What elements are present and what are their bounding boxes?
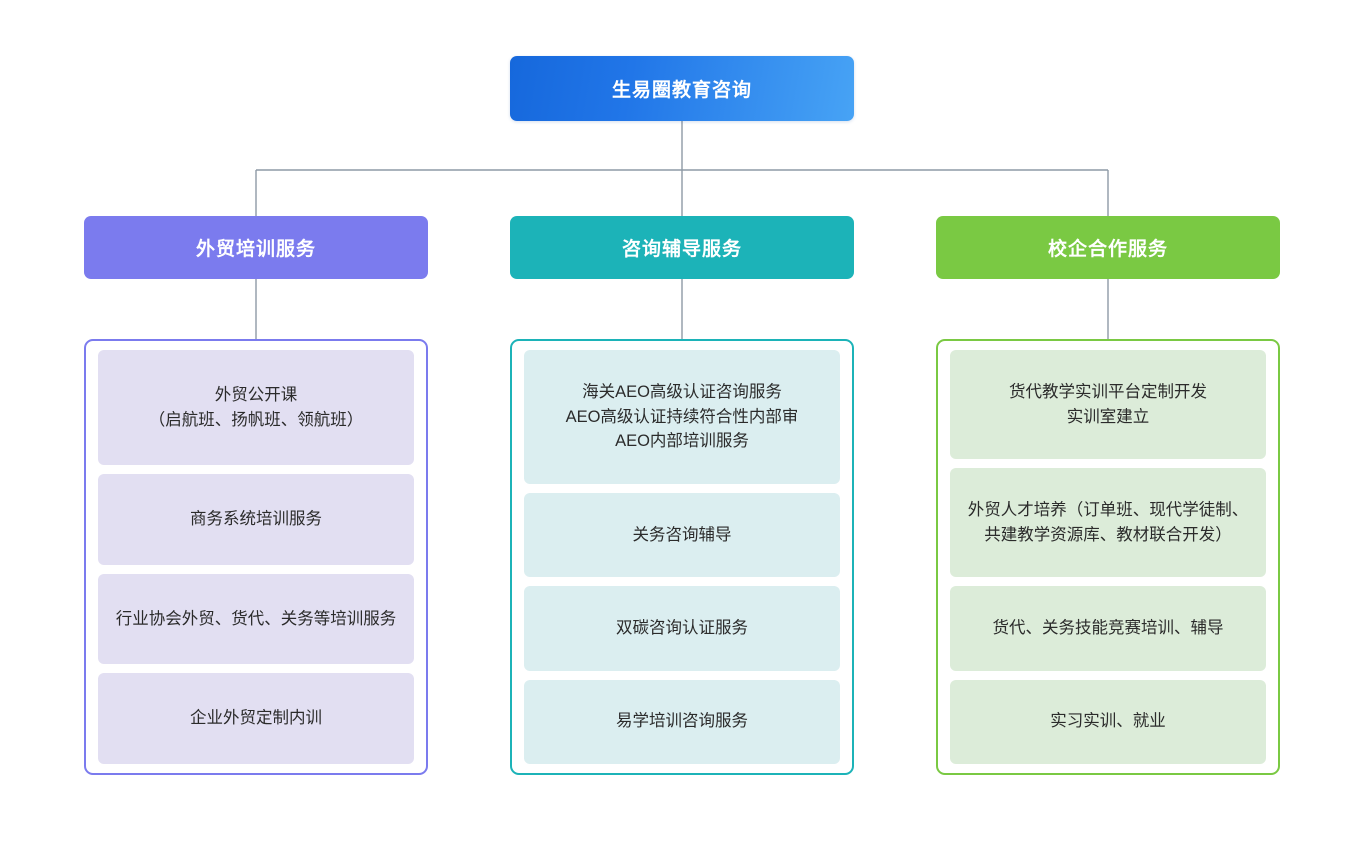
- item-card-label: 海关AEO高级认证咨询服务 AEO高级认证持续符合性内部审 AEO内部培训服务: [565, 382, 799, 451]
- item-card[interactable]: 易学培训咨询服务: [524, 679, 840, 764]
- branch-items-school-enterprise-cooperation: 货代教学实训平台定制开发 实训室建立 外贸人才培养（订单班、现代学徒制、共建教学…: [936, 339, 1280, 775]
- root-node[interactable]: 生易圈教育咨询: [510, 56, 854, 121]
- item-card[interactable]: 外贸公开课 （启航班、扬帆班、领航班）: [98, 350, 414, 466]
- item-card-label: 商务系统培训服务: [190, 510, 322, 529]
- item-card-label: 外贸人才培养（订单班、现代学徒制、共建教学资源库、教材联合开发）: [967, 500, 1249, 544]
- item-card-label: 双碳咨询认证服务: [616, 619, 748, 638]
- item-card-label: 易学培训咨询服务: [616, 712, 748, 731]
- item-card[interactable]: 外贸人才培养（订单班、现代学徒制、共建教学资源库、教材联合开发）: [950, 468, 1266, 578]
- item-card[interactable]: 关务咨询辅导: [524, 492, 840, 578]
- root-node-label: 生易圈教育咨询: [611, 80, 752, 101]
- item-card-label: 企业外贸定制内训: [190, 709, 322, 728]
- item-card[interactable]: 双碳咨询认证服务: [524, 586, 840, 671]
- item-card[interactable]: 行业协会外贸、货代、关务等培训服务: [98, 573, 414, 665]
- branch-header-label: 校企合作服务: [1047, 239, 1168, 260]
- item-card-label: 行业协会外贸、货代、关务等培训服务: [115, 609, 397, 628]
- item-card[interactable]: 货代教学实训平台定制开发 实训室建立: [950, 350, 1266, 460]
- branch-foreign-trade-training: 外贸培训服务 外贸公开课 （启航班、扬帆班、领航班） 商务系统培训服务 行业协会…: [84, 216, 428, 775]
- branch-school-enterprise-cooperation: 校企合作服务 货代教学实训平台定制开发 实训室建立 外贸人才培养（订单班、现代学…: [936, 216, 1280, 775]
- item-card[interactable]: 商务系统培训服务: [98, 474, 414, 565]
- item-card-label: 实习实训、就业: [1050, 712, 1166, 731]
- item-card[interactable]: 实习实训、就业: [950, 679, 1266, 764]
- branch-consulting-tutoring: 咨询辅导服务 海关AEO高级认证咨询服务 AEO高级认证持续符合性内部审 AEO…: [510, 216, 854, 775]
- item-card-label: 货代、关务技能竞赛培训、辅导: [992, 619, 1224, 638]
- branch-header-foreign-trade-training[interactable]: 外贸培训服务: [84, 216, 428, 279]
- branch-header-consulting-tutoring[interactable]: 咨询辅导服务: [510, 216, 854, 279]
- item-card[interactable]: 海关AEO高级认证咨询服务 AEO高级认证持续符合性内部审 AEO内部培训服务: [524, 350, 840, 484]
- item-card-label: 货代教学实训平台定制开发 实训室建立: [1009, 382, 1207, 426]
- item-card-label: 关务咨询辅导: [632, 525, 732, 544]
- branch-items-foreign-trade-training: 外贸公开课 （启航班、扬帆班、领航班） 商务系统培训服务 行业协会外贸、货代、关…: [84, 339, 428, 775]
- item-card[interactable]: 企业外贸定制内训: [98, 673, 414, 764]
- item-card-label: 外贸公开课 （启航班、扬帆班、领航班）: [148, 385, 364, 429]
- branch-header-label: 外贸培训服务: [195, 239, 316, 260]
- branch-header-label: 咨询辅导服务: [621, 239, 742, 260]
- branch-items-consulting-tutoring: 海关AEO高级认证咨询服务 AEO高级认证持续符合性内部审 AEO内部培训服务 …: [510, 339, 854, 775]
- branch-header-school-enterprise-cooperation[interactable]: 校企合作服务: [936, 216, 1280, 279]
- item-card[interactable]: 货代、关务技能竞赛培训、辅导: [950, 586, 1266, 671]
